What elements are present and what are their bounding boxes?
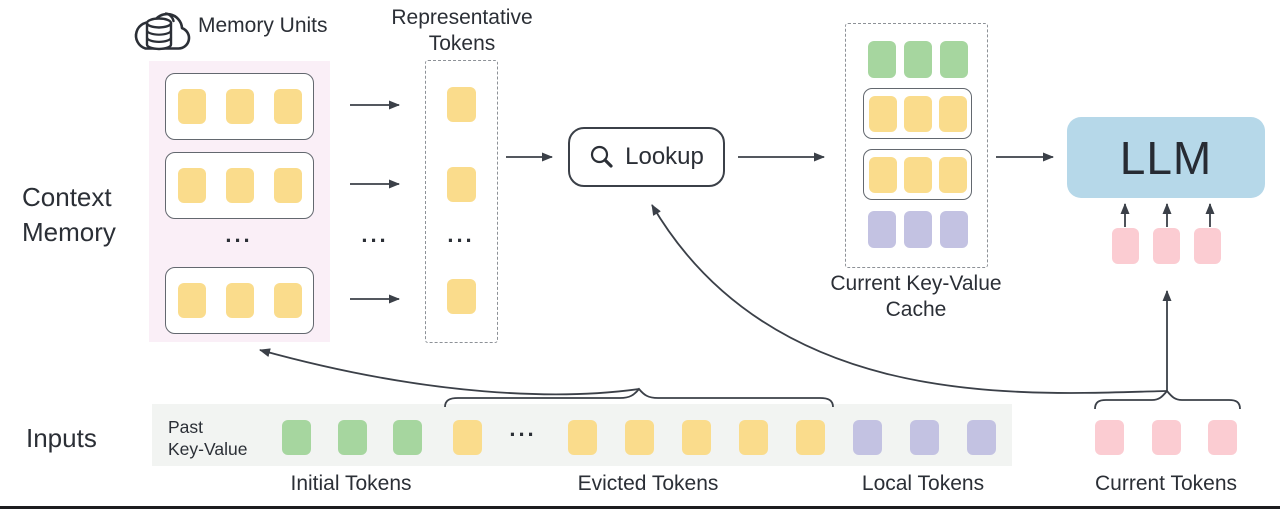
page-edge-line — [0, 506, 1280, 509]
lookup-box: Lookup — [568, 127, 725, 187]
yellow-token — [447, 167, 476, 202]
memory-unit-box — [165, 152, 314, 219]
green-token — [393, 420, 422, 455]
inputs-label: Inputs — [26, 423, 97, 453]
green-token — [337, 420, 367, 455]
evicted-tokens-label: Evicted Tokens — [577, 472, 719, 495]
yellow-token — [273, 168, 302, 203]
current-tokens-brace — [1094, 389, 1241, 410]
yellow-token — [938, 156, 967, 193]
local-token-group — [853, 420, 996, 455]
past-kv-label: Past Key-Value — [168, 417, 248, 459]
purple-token — [853, 420, 882, 455]
yellow-token — [903, 156, 932, 193]
current-kv-cache-box — [845, 23, 988, 268]
yellow-token — [453, 420, 482, 455]
yellow-token — [796, 420, 825, 455]
yellow-token — [225, 283, 254, 318]
evicted-token-group — [568, 420, 825, 455]
representative-token-group — [447, 279, 476, 314]
yellow-token — [903, 95, 932, 132]
yellow-token — [273, 283, 302, 318]
yellow-token — [225, 168, 254, 203]
pink-token — [1208, 420, 1237, 455]
yellow-token — [868, 95, 897, 132]
llm-label: LLM — [1119, 131, 1213, 184]
representative-tokens-box — [425, 60, 498, 343]
yellow-token — [868, 156, 897, 193]
local-tokens-label: Local Tokens — [861, 472, 985, 495]
yellow-token — [568, 420, 597, 455]
pink-token — [1153, 228, 1180, 264]
initial-tokens-label: Initial Tokens — [290, 472, 412, 495]
green-token — [867, 41, 896, 78]
mid-ellipsis: ... — [361, 222, 389, 247]
yellow-token — [625, 420, 654, 455]
yellow-token — [177, 89, 206, 124]
yellow-token — [447, 279, 476, 314]
llm-box: LLM — [1067, 117, 1265, 198]
purple-token — [903, 211, 932, 248]
purple-token — [939, 211, 968, 248]
purple-token — [910, 420, 939, 455]
yellow-token — [177, 283, 206, 318]
green-token — [282, 420, 311, 455]
cache-memory-unit-box — [863, 88, 972, 139]
yellow-token — [177, 168, 206, 203]
yellow-token — [739, 420, 768, 455]
cache-initial-tokens-row — [846, 41, 989, 78]
context-memory-label: Context Memory — [22, 182, 116, 247]
representative-token-group — [447, 87, 476, 202]
representative-ellipsis: ... — [447, 222, 475, 247]
green-token — [939, 41, 968, 78]
pink-token — [1194, 228, 1221, 264]
yellow-token — [938, 95, 967, 132]
lookup-label: Lookup — [625, 143, 704, 170]
pink-token — [1112, 228, 1139, 264]
representative-tokens-label: Representative Tokens — [391, 6, 533, 55]
green-token — [903, 41, 932, 78]
memory-units-label: Memory Units — [198, 14, 328, 37]
magnifier-icon — [591, 145, 613, 168]
context-memory-panel — [149, 61, 330, 342]
yellow-token — [273, 89, 302, 124]
current-token-group — [1095, 420, 1237, 455]
pink-token — [1095, 420, 1124, 455]
arrow-evicted-to-memory — [259, 348, 640, 396]
pink-token — [1151, 420, 1181, 455]
initial-token-group — [282, 420, 422, 455]
yellow-token — [447, 87, 476, 122]
evicted-token-group — [453, 420, 482, 455]
current-tokens-label: Current Tokens — [1094, 472, 1238, 495]
cache-local-tokens-row — [846, 211, 989, 248]
yellow-token — [225, 89, 254, 124]
purple-token — [967, 420, 996, 455]
memory-unit-box — [165, 73, 314, 140]
strip-ellipsis: ... — [509, 416, 537, 441]
memory-panel-ellipsis: ... — [225, 222, 253, 247]
cache-memory-unit-box — [863, 149, 972, 200]
yellow-token — [682, 420, 711, 455]
llm-input-token-group — [1112, 228, 1221, 264]
memory-unit-box — [165, 267, 314, 334]
current-kv-cache-label: Current Key-Value Cache — [830, 272, 1002, 321]
cloud-database-icon — [134, 12, 191, 51]
purple-token — [867, 211, 896, 248]
